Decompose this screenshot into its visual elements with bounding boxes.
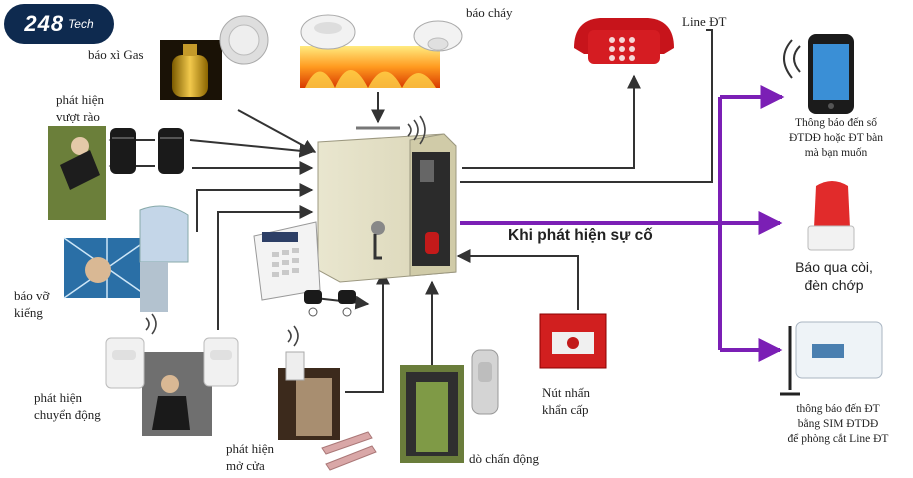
motion-scene-icon <box>142 352 212 436</box>
phone-line <box>462 74 641 169</box>
gas-cylinder-icon <box>160 40 222 100</box>
label-phone-line: Line ĐT <box>682 14 727 29</box>
fire-detector-icon <box>300 14 463 88</box>
magnetic-contact-icon <box>321 431 377 471</box>
label-gas: báo xì Gas <box>88 47 144 62</box>
door-line <box>345 270 390 393</box>
label-siren: Báo qua còi,đèn chớp <box>795 259 873 293</box>
logo-suffix: Tech <box>68 17 94 31</box>
beam-sensor-icon <box>110 128 184 174</box>
fence-line-1 <box>189 139 314 158</box>
signal-waves-icon <box>145 115 426 347</box>
motion-line <box>217 205 314 330</box>
siren-icon <box>807 181 855 251</box>
remote-control-icon <box>304 290 356 317</box>
alarm-control-box-icon <box>317 126 457 283</box>
alert-lines <box>460 85 785 362</box>
line-dt-out <box>460 29 713 183</box>
glass-break-scene-icon <box>63 205 189 312</box>
gas-detector-icon <box>219 15 269 65</box>
panic-button-icon <box>539 313 607 369</box>
vibration-scene-icon <box>400 365 464 463</box>
label-fire: báo cháy <box>466 5 513 20</box>
pir-sensor-icon <box>105 337 239 389</box>
telephone-icon <box>574 18 674 64</box>
shock-sensor-icon <box>471 349 499 415</box>
glass-line <box>196 183 314 232</box>
logo-number: 248 <box>24 11 65 36</box>
mobile-phone-icon <box>783 34 854 114</box>
gsm-dialer-icon <box>780 321 883 396</box>
brand-logo: 248 Tech <box>4 4 114 44</box>
headline-on-incident: Khi phát hiện sự cố <box>508 227 653 244</box>
panic-line <box>456 249 579 310</box>
keypad-icon <box>253 221 321 301</box>
label-vibration: dò chấn động <box>469 451 540 466</box>
door-scene-icon <box>278 351 340 440</box>
fence-scene-icon <box>48 126 106 220</box>
